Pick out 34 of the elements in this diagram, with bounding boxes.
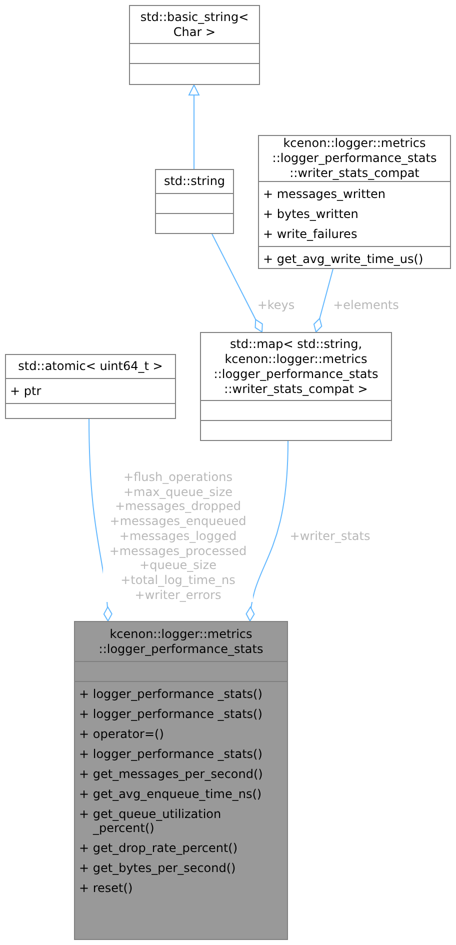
class-name: kcenon::logger::metrics ::logger_performance_stats: [98, 626, 264, 656]
class-box: [74, 621, 288, 940]
edge-label: +writer_stats: [290, 529, 370, 544]
member-text: + get_queue_utilization _percent(): [79, 806, 222, 837]
member-text: + get_avg_enqueue_time_ns(): [79, 786, 263, 803]
class-box: [129, 5, 260, 85]
member-text: + get_bytes_per_second(): [79, 860, 237, 877]
aggregation-line: [212, 234, 263, 332]
class-box: [155, 169, 234, 234]
member-text: + reset(): [79, 880, 134, 897]
member-text: + messages_written: [263, 186, 387, 203]
member-text: + write_failures: [263, 226, 358, 243]
class-box: [200, 332, 392, 441]
member-text: + logger_performance _stats(): [79, 706, 264, 723]
class-name: std::map< std::string, kcenon::logger::metrics ::logger_performance_stats ::writer_stats_compat >: [212, 336, 380, 396]
member-text: + logger_performance _stats(): [79, 746, 264, 763]
inheritance-arrow: [188, 84, 200, 170]
class-box: [5, 354, 176, 419]
aggregation-line: [246, 440, 288, 622]
member-text: + get_messages_per_second(): [79, 766, 264, 783]
member-text: + get_avg_write_time_us(): [263, 251, 424, 268]
member-text: + bytes_written: [263, 206, 360, 223]
member-text: + ptr: [10, 383, 42, 400]
class-name: std::string: [164, 174, 226, 189]
aggregation-line: [313, 268, 334, 332]
edge-label: +keys: [257, 298, 295, 313]
edge-label: +flush_operations +max_queue_size +messages_dropped +messages_enqueued +messages_logged +messages_processed +queue_size +total_log_time_ns +writer_errors: [103, 470, 253, 602]
class-box: [258, 135, 451, 269]
member-text: + logger_performance _stats(): [79, 686, 264, 703]
class-name: std::atomic< uint64_t >: [18, 359, 163, 374]
class-name: kcenon::logger::metrics ::logger_performance_stats ::writer_stats_compat: [271, 136, 438, 181]
member-text: + get_drop_rate_percent(): [79, 840, 239, 857]
class-name: std::basic_string< Char >: [139, 10, 250, 40]
member-text: + operator=(): [79, 726, 165, 743]
